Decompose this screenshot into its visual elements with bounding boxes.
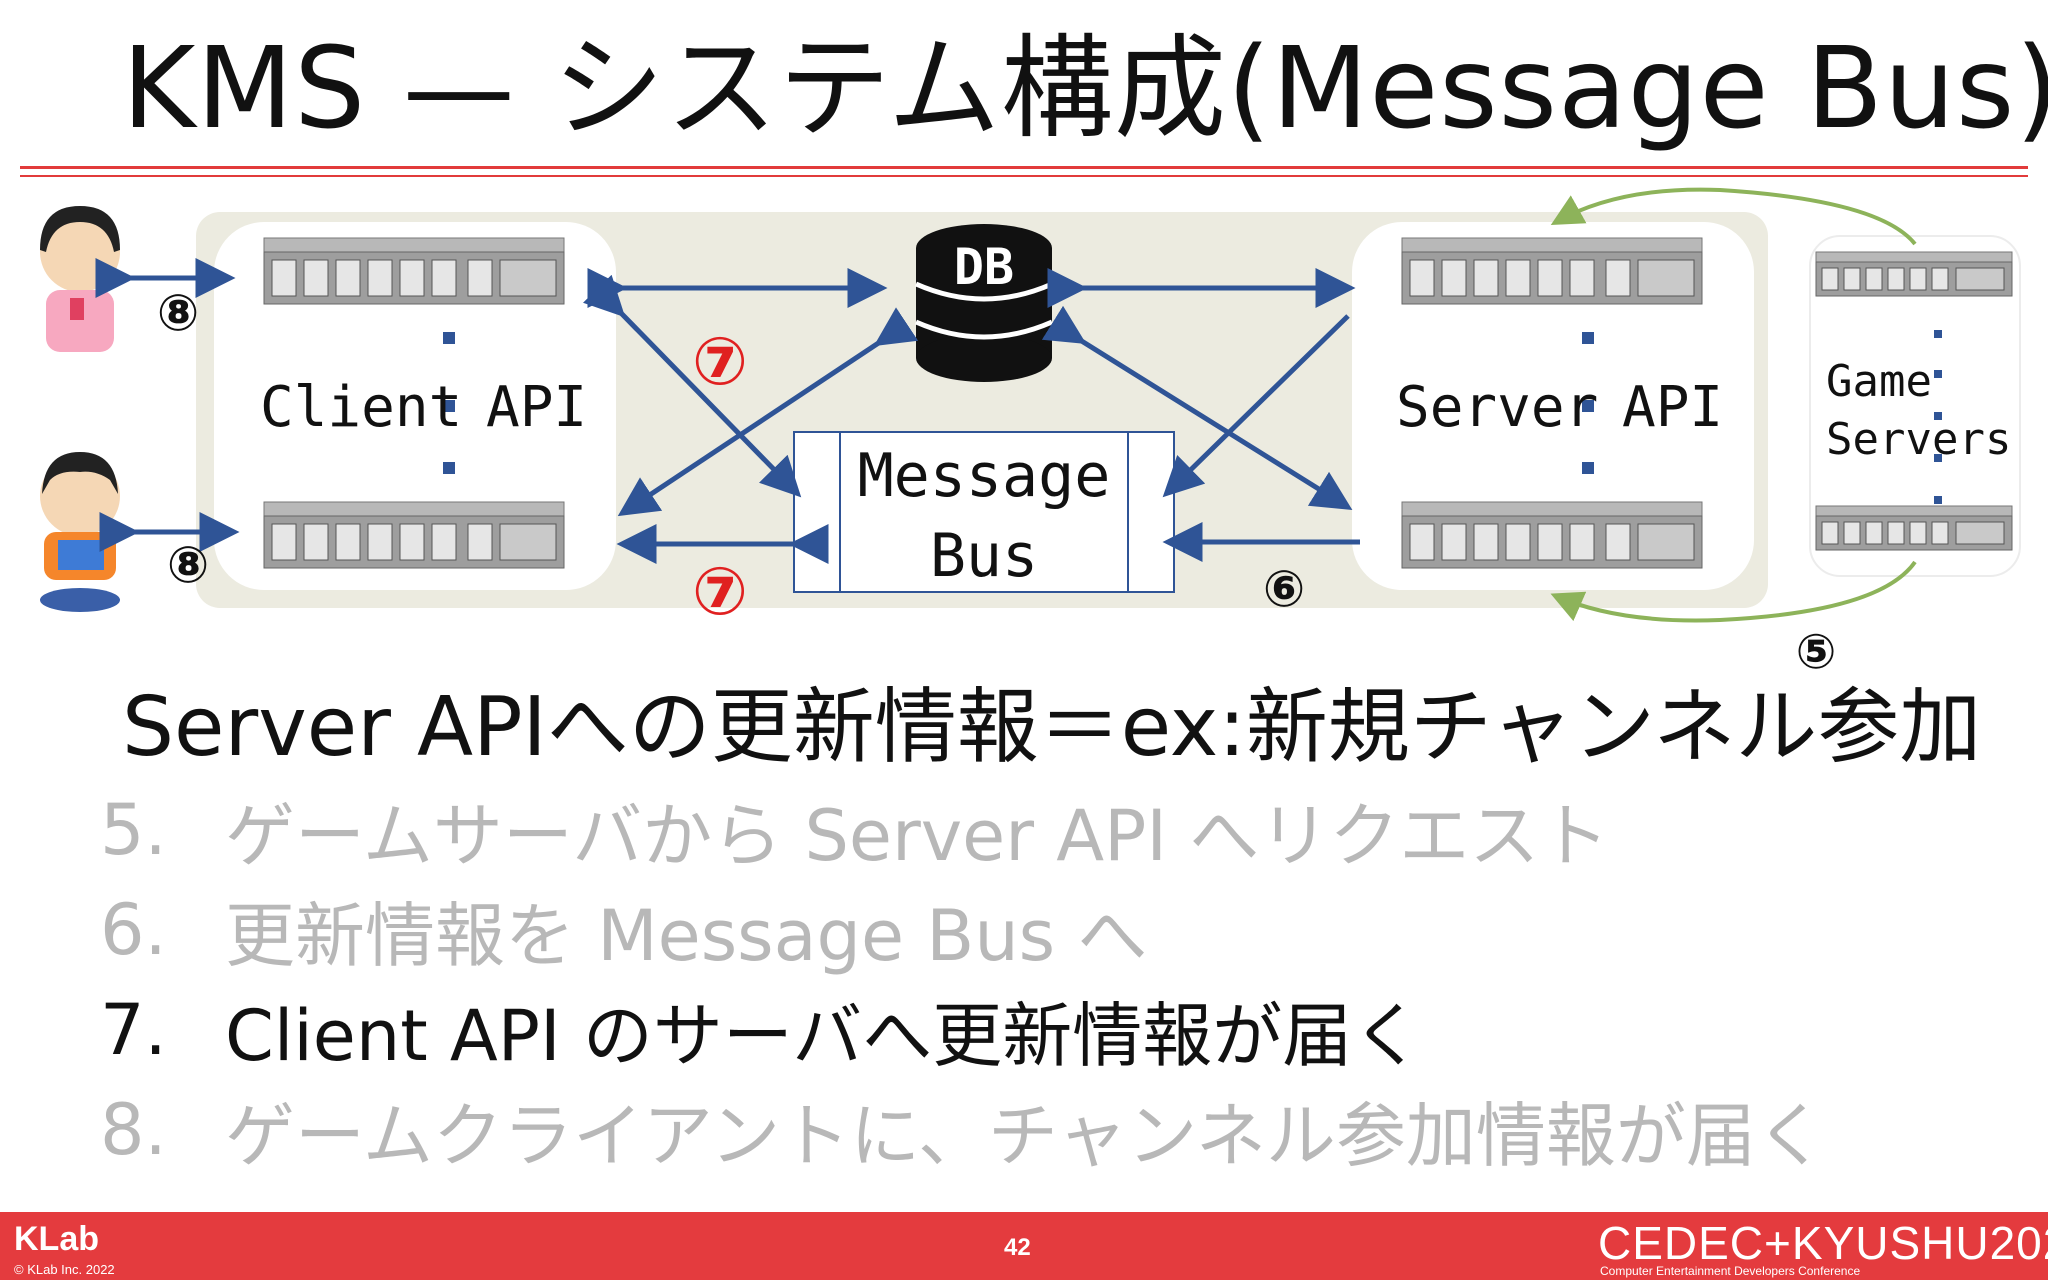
client-api-label-api: API xyxy=(486,375,587,440)
message-bus-label-line1: Message xyxy=(858,441,1111,511)
arrow-db-clientapi-lower xyxy=(617,307,919,517)
arrow-gameservers-serverapi-bottom xyxy=(1550,560,1917,623)
game-servers-label-servers: Servers xyxy=(1826,414,2011,465)
server-api-label-api: API xyxy=(1622,375,1723,440)
step-label-msgbus-client-lower: ⑦ xyxy=(692,553,748,630)
step-label-server-msgbus: ⑥ xyxy=(1263,560,1305,618)
klab-logo: KLab xyxy=(14,1220,99,1258)
step-text: ゲームサーバから Server API へリクエスト xyxy=(225,794,1610,877)
step-item-7: 7. Client API のサーバへ更新情報が届く xyxy=(100,980,1826,1080)
step-label-user2: ⑧ xyxy=(167,536,209,594)
step-text: 更新情報を Message Bus へ xyxy=(225,894,1148,977)
page-number: 42 xyxy=(1004,1234,1031,1261)
user-girl-icon xyxy=(40,206,120,352)
step-text: ゲームクライアントに、チャンネル参加情報が届く xyxy=(225,1094,1826,1177)
client-server-rack-bottom xyxy=(263,501,565,569)
step-number: 7. xyxy=(100,989,167,1071)
client-api-label-client: Client xyxy=(260,375,462,440)
game-server-rack-top xyxy=(1815,251,2013,297)
event-subtitle: Computer Entertainment Developers Confer… xyxy=(1600,1264,1861,1278)
server-api-label-server: Server xyxy=(1396,375,1598,440)
step-item-5: 5. ゲームサーバから Server API へリクエスト xyxy=(100,780,1826,880)
message-bus-label-line2: Bus xyxy=(930,521,1038,591)
diagram-caption: Server APIへの更新情報＝ex:新規チャンネル参加 xyxy=(122,680,1982,775)
message-bus-box: Message Bus xyxy=(793,431,1175,593)
step-text: Client API のサーバへ更新情報が届く xyxy=(225,994,1423,1077)
step-number: 6. xyxy=(100,889,167,971)
client-api-box: Client API xyxy=(214,222,616,590)
arrow-db-serverapi-lower xyxy=(1041,305,1353,510)
step-item-8: 8. ゲームクライアントに、チャンネル参加情報が届く xyxy=(100,1080,1826,1180)
connection-arrows xyxy=(95,258,1360,564)
footer-bar: KLab © KLab Inc. 2022 42 CEDEC+KYUSHU202… xyxy=(0,1212,2048,1280)
step-number: 5. xyxy=(100,789,167,871)
step-list: 5. ゲームサーバから Server API へリクエスト 6. 更新情報を M… xyxy=(100,780,1826,1180)
step-number: 8. xyxy=(100,1089,167,1171)
server-rack-top xyxy=(1401,237,1703,305)
client-server-rack-top xyxy=(263,237,565,305)
step-item-6: 6. 更新情報を Message Bus へ xyxy=(100,880,1826,980)
copyright-text: © KLab Inc. 2022 xyxy=(14,1262,115,1277)
db-label: DB xyxy=(954,238,1014,296)
title-rule-top xyxy=(20,166,2028,169)
step-label-user1: ⑧ xyxy=(157,284,199,342)
game-servers-label-game: Game xyxy=(1826,356,1932,407)
event-logo: CEDEC+KYUSHU2022 xyxy=(1598,1217,2048,1269)
db-icon: DB xyxy=(914,224,1054,382)
step-label-msgbus-client-upper: ⑦ xyxy=(692,323,748,400)
title-rule-bottom xyxy=(20,175,2028,177)
game-server-rack-bottom xyxy=(1815,505,2013,551)
user-boy-icon xyxy=(40,452,120,612)
slide-title: KMS — システム構成(Message Bus) xyxy=(122,24,2048,154)
server-api-box: Server API xyxy=(1352,222,1754,590)
game-servers-box: Game Servers xyxy=(1809,235,2021,577)
server-rack-bottom xyxy=(1401,501,1703,569)
architecture-diagram: Client API Server API Game Servers Messa… xyxy=(40,187,2021,680)
arrow-gameservers-serverapi-top xyxy=(1550,187,1917,246)
step-label-game-server: ⑤ xyxy=(1796,624,1837,680)
